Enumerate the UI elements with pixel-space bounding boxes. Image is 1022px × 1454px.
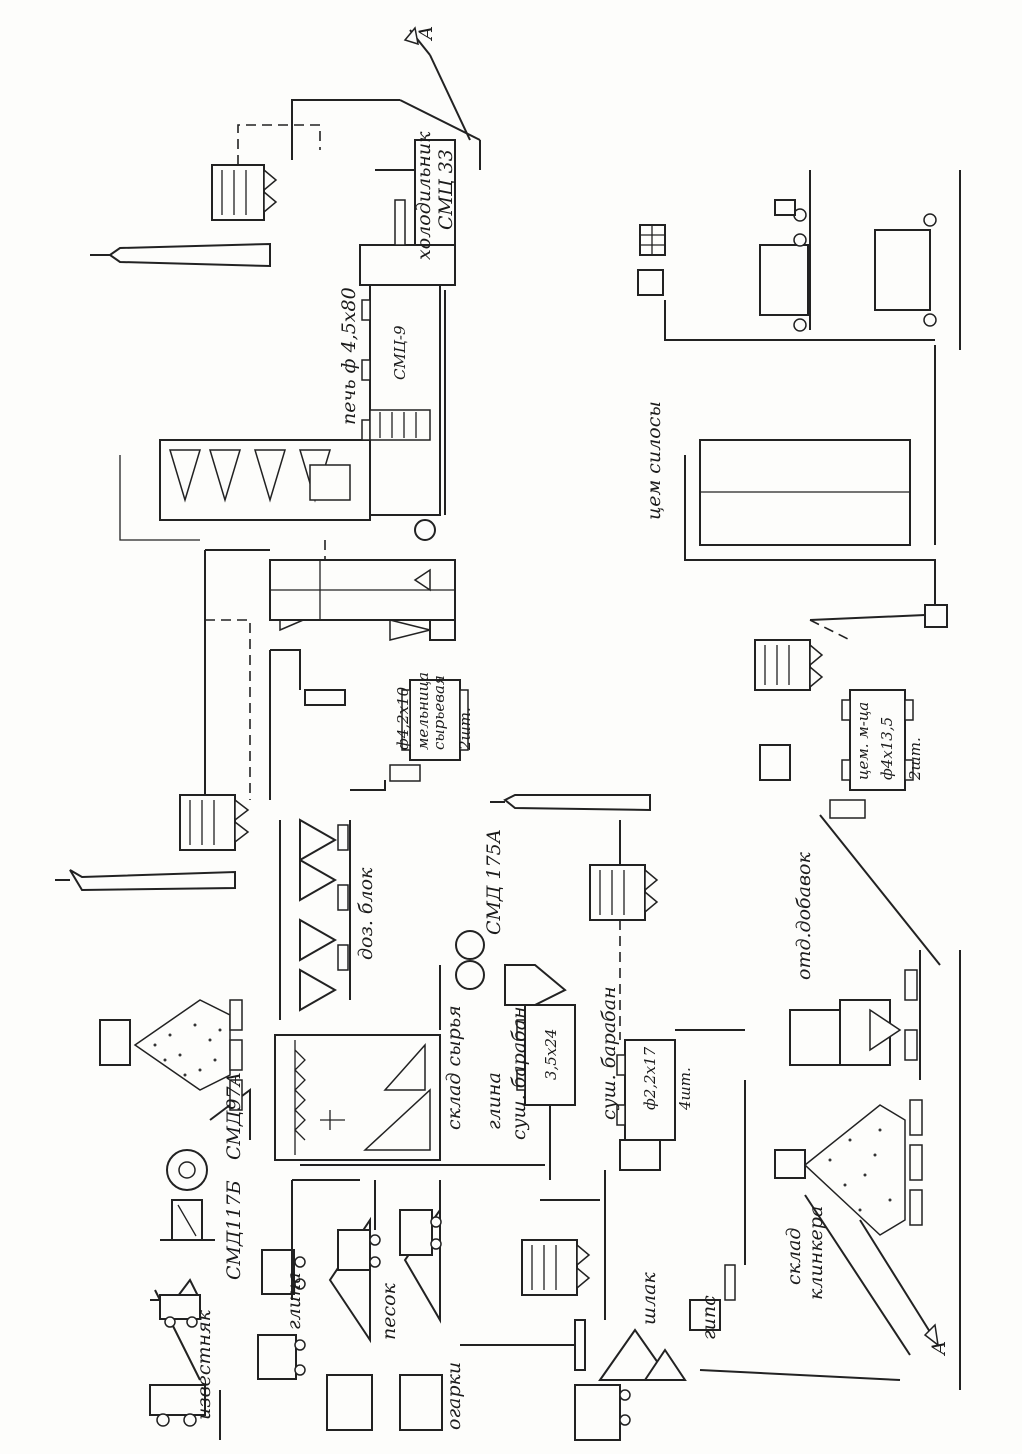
additives-section: [789, 950, 921, 1080]
label-crusher-2: СМД97А: [223, 1072, 245, 1160]
clinker-cooler: [359, 139, 456, 286]
limestone-intake: [149, 1088, 251, 1427]
label-kiln-model: СМЦ-9: [391, 325, 409, 380]
raw-material-store: [274, 1034, 441, 1161]
rotary-kiln: [361, 284, 446, 516]
label-sand: песок: [378, 1282, 400, 1340]
label-kiln: печь ф 4,5х80: [338, 287, 360, 425]
precipitator: [204, 519, 456, 795]
label-gypsum: гипс: [698, 1295, 720, 1340]
label-crusher-3: СМД 175А: [483, 829, 505, 935]
label-slag-dryer: суш. барабан: [598, 986, 620, 1120]
label-raw-mill-name-2: сырьевая: [430, 675, 448, 750]
label-slag: шлак: [638, 1272, 660, 1325]
cement-dust-collector: [754, 604, 948, 691]
label-clay: глина: [283, 1272, 305, 1330]
label-cement-mill-size: ф4х13,5: [878, 717, 896, 780]
label-clay-dryer-2: суш. барабан: [508, 1006, 530, 1140]
label-raw-mill-size: ф4,2х10: [394, 686, 412, 750]
label-clinker-store-1: склад: [783, 1228, 805, 1285]
cooler-dust-collector: [90, 54, 481, 268]
dosing-block: [279, 818, 351, 1020]
label-additives-section: отд.добавок: [793, 852, 815, 980]
label-slag-dryer-size: ф2,2х17: [641, 1046, 659, 1110]
label-cooler-2: СМЦ 33: [435, 149, 457, 230]
label-cooler-1: холодильник: [413, 131, 435, 260]
label-marker-top: А: [415, 26, 437, 42]
label-clay-dryer-1: глина: [483, 1072, 505, 1130]
limestone-stockpile: [99, 999, 243, 1111]
label-dosing-block: доз. блок: [355, 867, 377, 960]
clay-dryer: [439, 930, 576, 1180]
clay-dust-collector: [460, 1239, 591, 1371]
label-raw-mill-count: 2шт.: [456, 707, 474, 751]
label-raw-store: склад сырья: [443, 1005, 465, 1130]
label-cement-mill-1: цем. м-ца: [854, 702, 872, 780]
slag-dust-collector: [490, 794, 659, 921]
label-cement-mill-count: 2шт.: [906, 737, 924, 781]
sand-intake: [326, 1180, 381, 1431]
cement-mill: [759, 689, 941, 966]
raw-mill-dust-collector: [55, 794, 250, 892]
label-crusher-1: СМД117Б: [223, 1180, 245, 1280]
label-slag-dryer-count: 4шт.: [676, 1067, 694, 1111]
cyclone-preheater: [119, 439, 371, 541]
flow-lines: [205, 540, 901, 1381]
label-marker-bottom: А: [928, 1341, 950, 1357]
label-dryer-size-1: 3,5х24: [542, 1029, 560, 1080]
slag-dryer: [604, 1029, 745, 1320]
cinders-intake: [399, 1180, 443, 1431]
label-raw-mill-name-1: мельница: [414, 672, 432, 750]
slag-gypsum-piles: [574, 1080, 746, 1441]
cement-shipping: [637, 199, 937, 341]
clinker-store: [774, 1099, 923, 1356]
section-marker-top: [403, 26, 431, 56]
label-limestone: известняк: [193, 1309, 215, 1420]
label-clinker-store-2: клинкера: [805, 1206, 827, 1300]
clay-intake: [257, 1179, 360, 1380]
label-cinders: огарки: [443, 1362, 465, 1430]
label-cement-silos: цем силосы: [643, 401, 665, 520]
section-marker-bottom: [859, 1219, 940, 1347]
cement-silos: [684, 345, 936, 605]
